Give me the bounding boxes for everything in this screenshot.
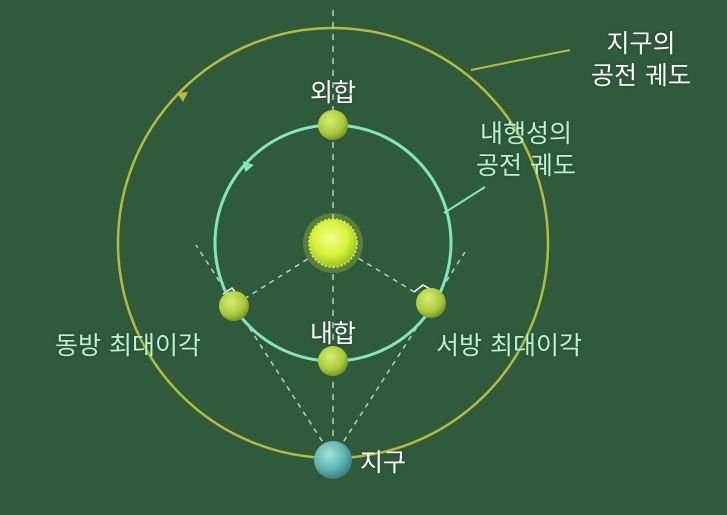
earth-label: 지구	[360, 448, 407, 477]
planet-superior-conjunction	[318, 110, 348, 140]
inferior-conjunction-label: 내합	[309, 319, 357, 348]
planet-greatest-western-elongation	[416, 288, 446, 318]
greatest-western-elongation-label: 서방 최대이각	[436, 331, 582, 360]
earth-globe	[314, 441, 352, 479]
earth-orbit-label: 지구의 공전 궤도	[591, 28, 691, 92]
inner-orbit-label: 내행성의 공전 궤도	[476, 118, 576, 182]
planet-inferior-conjunction	[318, 346, 348, 376]
planet-greatest-eastern-elongation	[219, 291, 249, 321]
inner-orbit-label-line2: 공전 궤도	[476, 151, 576, 180]
inner-orbit-arrow-icon	[242, 161, 254, 173]
inner-orbit-leader-line	[443, 186, 486, 214]
inner-orbit-label-line1: 내행성의	[479, 119, 573, 148]
earth-orbit-label-line2: 공전 궤도	[591, 61, 691, 90]
greatest-eastern-elongation-label: 동방 최대이각	[55, 331, 201, 360]
earth-orbit-leader-line	[470, 49, 571, 71]
earth-east-sightline	[195, 244, 334, 459]
earth-orbit-arrow-icon	[177, 92, 188, 102]
superior-conjunction-label: 외합	[309, 78, 357, 107]
earth-orbit-label-line1: 지구의	[606, 29, 676, 58]
sun	[303, 213, 363, 273]
